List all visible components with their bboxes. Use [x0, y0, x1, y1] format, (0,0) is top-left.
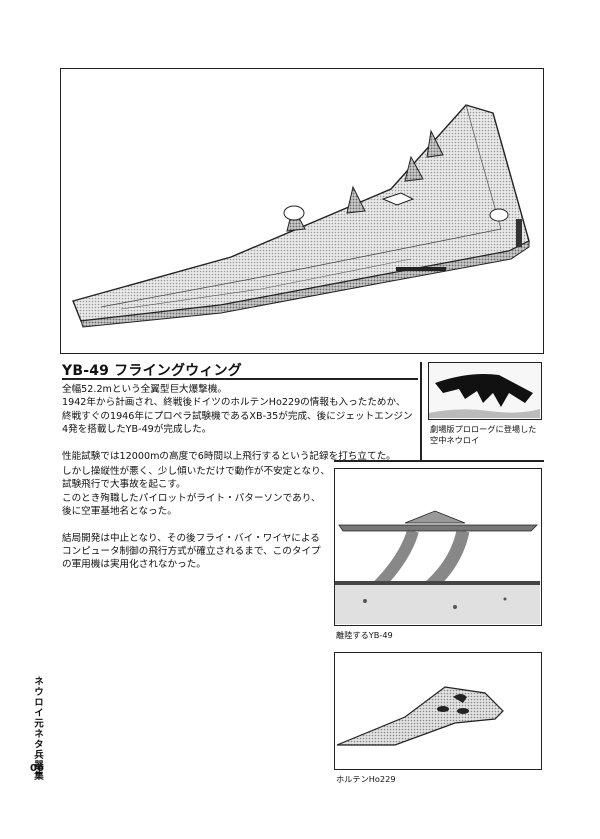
- caption-horten: ホルテンHo229: [336, 774, 396, 784]
- text-line: 1942年から計画され、終戦後ドイツのホルテンHo229の情報も入ったためか、: [62, 397, 406, 409]
- caption-line: 空中ネウロイ: [430, 435, 480, 445]
- article-title: YB-49 フライングウィング: [62, 363, 242, 379]
- text-line: 終戦すぐの1946年にプロペラ試験機であるXB-35が完成、後にジェットエンジン: [62, 410, 413, 422]
- text-line: コンピュータ制御の飛行方式が確立されるまで、このタイプ: [62, 546, 321, 558]
- text-line: 性能試験では12000mの高度で6時間以上飛行するという記録を打ち立てた。: [62, 450, 396, 462]
- text-line: 4発を搭載したYB-49が完成した。: [62, 424, 212, 436]
- yb49-landing-illustration: [335, 469, 540, 624]
- page-number: 06: [30, 763, 44, 774]
- content-divider: [420, 362, 422, 460]
- article-body-bottom: しかし操縦性が悪く、少し傾いただけで動作が不安定となり、 試験飛行で大事故を起こ…: [62, 465, 330, 585]
- text-line: 後に空軍基地名となった。: [62, 506, 177, 518]
- horten-ho229-illustration: [336, 686, 504, 746]
- text-line: このとき殉職したパイロットがライト・パターソンであり、: [62, 492, 321, 504]
- text-line: の軍用機は実用化されなかった。: [62, 559, 206, 571]
- caption-landing: 離陸するYB-49: [336, 630, 393, 640]
- paragraph-performance: 性能試験では12000mの高度で6時間以上飛行するという記録を打ち立てた。: [62, 450, 413, 463]
- title-underline: [62, 378, 418, 380]
- neuroi-illustration: [429, 374, 540, 418]
- horten-image-frame: [334, 652, 542, 770]
- text-line: 結局開発は中止となり、その後フライ・バイ・ワイヤによる: [62, 532, 320, 544]
- landing-image-frame: [334, 468, 542, 626]
- text-line: 試験飛行で大事故を起こす。: [62, 479, 186, 491]
- yb49-flying-wing-illustration: [72, 104, 530, 328]
- caption-line: 劇場版プロローグに登場した: [430, 424, 537, 434]
- content-divider-bottom: [334, 460, 544, 462]
- paragraph-conclusion: 結局開発は中止となり、その後フライ・バイ・ワイヤによる コンピュータ制御の飛行方…: [62, 532, 330, 572]
- main-illustration-frame: [60, 68, 544, 354]
- text-line: しかし操縦性が悪く、少し傾いただけで動作が不安定となり、: [62, 466, 330, 477]
- article-body-top: 全幅52.2mという全翼型巨大爆撃機。 1942年から計画され、終戦後ドイツのホ…: [62, 383, 413, 476]
- paragraph-accident: しかし操縦性が悪く、少し傾いただけで動作が不安定となり、 試験飛行で大事故を起こ…: [62, 465, 330, 519]
- book-title-vertical: ネウロイ元ネタ兵器集: [32, 676, 43, 781]
- caption-neuroi: 劇場版プロローグに登場した 空中ネウロイ: [430, 424, 536, 446]
- paragraph-intro: 全幅52.2mという全翼型巨大爆撃機。 1942年から計画され、終戦後ドイツのホ…: [62, 383, 413, 437]
- neuroi-image-frame: [428, 362, 542, 420]
- text-line: 全幅52.2mという全翼型巨大爆撃機。: [62, 384, 228, 395]
